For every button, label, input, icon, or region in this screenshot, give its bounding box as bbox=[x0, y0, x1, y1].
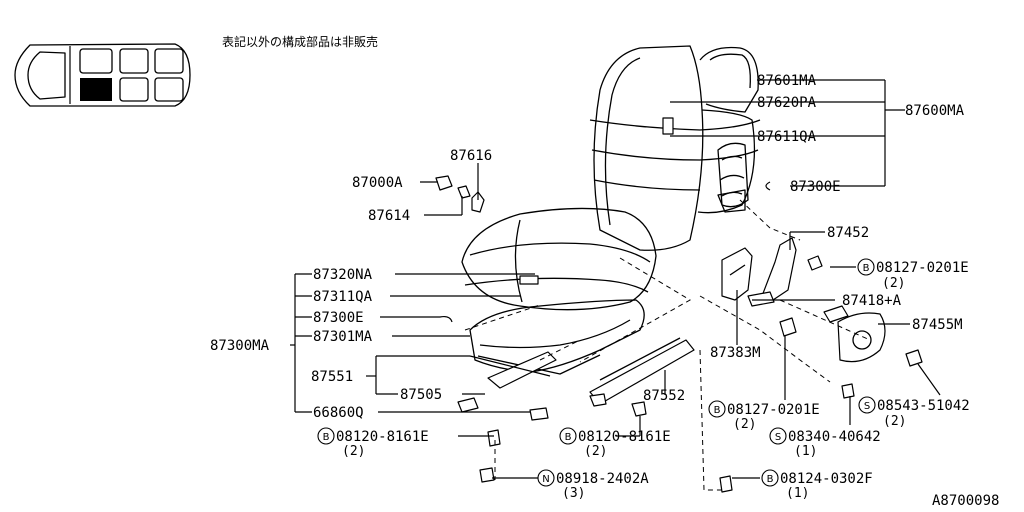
fastener-symbol: S bbox=[775, 432, 781, 443]
clip-parts bbox=[435, 175, 485, 213]
label-87505: 87505 bbox=[400, 387, 442, 403]
label-87300E-mid: 87300E bbox=[313, 310, 364, 326]
seat-position-highlight bbox=[80, 78, 112, 101]
leader-lines bbox=[290, 79, 941, 479]
label-87551: 87551 bbox=[311, 369, 353, 385]
fastener-f8: B 08124-0302F (1) bbox=[761, 469, 873, 501]
sales-note: 表記以外の構成部品は非販売 bbox=[222, 34, 378, 49]
label-87000A: 87000A bbox=[352, 175, 403, 191]
label-87455M: 87455M bbox=[912, 317, 963, 333]
fastener-symbol: N bbox=[542, 474, 549, 485]
fastener-qty: (2) bbox=[882, 276, 905, 291]
label-66860Q: 66860Q bbox=[313, 405, 364, 421]
fastener-symbol: B bbox=[863, 263, 870, 274]
label-87418A: 87418+A bbox=[842, 293, 902, 309]
label-87300MA: 87300MA bbox=[210, 338, 270, 354]
seat-back-drawing bbox=[589, 45, 761, 251]
label-87300E-top: 87300E bbox=[790, 179, 841, 195]
fastener-part: 08124-0302F bbox=[780, 471, 873, 487]
fastener-qty: (2) bbox=[584, 444, 607, 459]
recliner-brackets bbox=[721, 237, 923, 399]
label-87383M: 87383M bbox=[710, 345, 761, 361]
label-87600MA: 87600MA bbox=[905, 103, 965, 119]
label-87311QA: 87311QA bbox=[313, 289, 373, 305]
fastener-symbol: S bbox=[864, 401, 870, 412]
fastener-part: 08120-8161E bbox=[336, 429, 429, 445]
fastener-part: 08543-51042 bbox=[877, 398, 970, 414]
fastener-part: 08127-0201E bbox=[727, 402, 820, 418]
label-87616: 87616 bbox=[450, 148, 492, 164]
fastener-qty: (2) bbox=[342, 444, 365, 459]
fastener-f5: B 08120-8161E (2) bbox=[317, 427, 429, 459]
fastener-f4: S 08340-40642 (1) bbox=[769, 427, 881, 459]
fastener-f1: B 08127-0201E (2) bbox=[857, 258, 969, 291]
fastener-symbol: B bbox=[565, 432, 572, 443]
fastener-part: 08120-8161E bbox=[578, 429, 671, 445]
fastener-part: 08918-2402A bbox=[556, 471, 649, 487]
fastener-f3: S 08543-51042 (2) bbox=[858, 396, 970, 429]
fastener-part: 08340-40642 bbox=[788, 429, 881, 445]
fastener-qty: (2) bbox=[883, 414, 906, 429]
label-87611QA: 87611QA bbox=[757, 129, 817, 145]
drawing-id: A8700098 bbox=[932, 493, 999, 509]
fastener-qty: (2) bbox=[733, 417, 756, 432]
fastener-f2: B 08127-0201E (2) bbox=[708, 400, 820, 432]
fastener-qty: (1) bbox=[786, 486, 809, 501]
label-87552: 87552 bbox=[643, 388, 685, 404]
fastener-symbol: B bbox=[323, 432, 330, 443]
seat-cushion-drawing bbox=[461, 207, 657, 375]
seat-rails bbox=[457, 337, 733, 493]
label-87614: 87614 bbox=[368, 208, 410, 224]
fastener-part: 08127-0201E bbox=[876, 260, 969, 276]
label-87620PA: 87620PA bbox=[757, 95, 817, 111]
fastener-symbol: B bbox=[714, 405, 721, 416]
vehicle-locator bbox=[14, 43, 191, 107]
fastener-f7: N 08918-2402A (3) bbox=[537, 469, 649, 501]
fastener-qty: (3) bbox=[562, 486, 585, 501]
label-87452: 87452 bbox=[827, 225, 869, 241]
label-87601MA: 87601MA bbox=[757, 73, 817, 89]
assembly-lines bbox=[464, 199, 871, 491]
label-87320NA: 87320NA bbox=[313, 267, 373, 283]
part-labels: 87601MA 87620PA 87611QA 87600MA 87300E 8… bbox=[210, 73, 965, 421]
fastener-f6: B 08120-8161E (2) bbox=[559, 427, 671, 459]
fastener-qty: (1) bbox=[794, 444, 817, 459]
label-87301MA: 87301MA bbox=[313, 329, 373, 345]
fastener-symbol: B bbox=[767, 474, 774, 485]
